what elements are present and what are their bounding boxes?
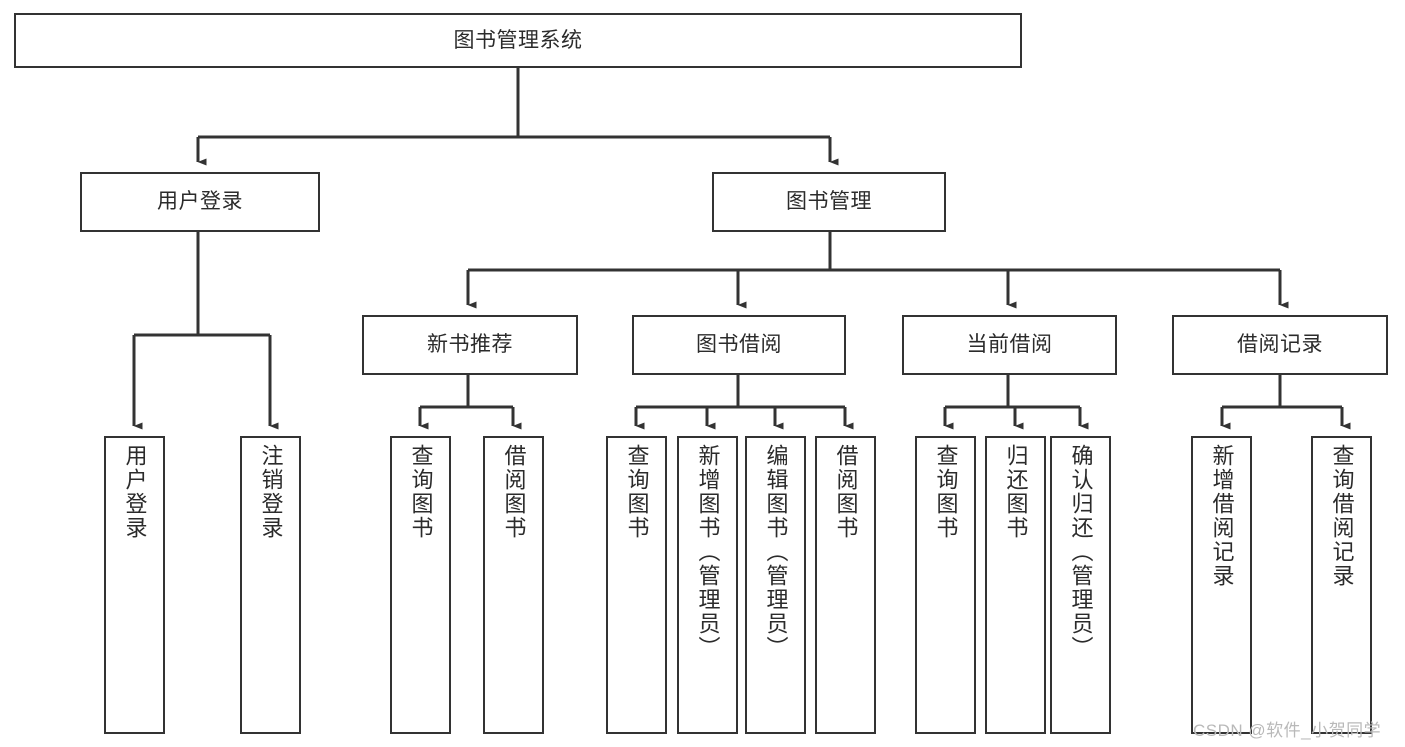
node-root-book-management-system[interactable]: 图书管理系统 <box>14 13 1022 68</box>
node-leaf-recommend-borrow[interactable]: 借阅图书 <box>483 436 544 734</box>
node-label: 新增图书（管理员） <box>695 444 721 660</box>
node-label: 用户登录 <box>122 444 148 540</box>
node-label: 用户登录 <box>157 190 243 214</box>
node-borrow-record[interactable]: 借阅记录 <box>1172 315 1388 375</box>
node-leaf-borrow-query[interactable]: 查询图书 <box>606 436 667 734</box>
node-label: 新增借阅记录 <box>1209 444 1235 588</box>
node-user-login[interactable]: 用户登录 <box>80 172 320 232</box>
node-current-borrow[interactable]: 当前借阅 <box>902 315 1117 375</box>
node-leaf-borrow-edit[interactable]: 编辑图书（管理员） <box>745 436 806 734</box>
node-label: 借阅记录 <box>1237 333 1323 357</box>
node-leaf-user-logout[interactable]: 注销登录 <box>240 436 301 734</box>
node-leaf-borrow-add[interactable]: 新增图书（管理员） <box>677 436 738 734</box>
node-label: 新书推荐 <box>427 333 513 357</box>
node-label: 编辑图书（管理员） <box>763 444 789 660</box>
node-leaf-record-add[interactable]: 新增借阅记录 <box>1191 436 1252 734</box>
node-label: 查询图书 <box>624 444 650 540</box>
node-label: 图书管理系统 <box>453 28 583 52</box>
node-leaf-borrow-borrow[interactable]: 借阅图书 <box>815 436 876 734</box>
node-label: 注销登录 <box>258 444 284 540</box>
node-label: 图书管理 <box>786 190 872 214</box>
node-label: 借阅图书 <box>833 444 859 540</box>
node-book-manage[interactable]: 图书管理 <box>712 172 946 232</box>
node-leaf-user-login[interactable]: 用户登录 <box>104 436 165 734</box>
node-label: 查询图书 <box>408 444 434 540</box>
node-label: 确认归还（管理员） <box>1068 444 1094 660</box>
node-label: 当前借阅 <box>966 333 1053 357</box>
node-leaf-current-query[interactable]: 查询图书 <box>915 436 976 734</box>
node-leaf-current-return[interactable]: 归还图书 <box>985 436 1046 734</box>
node-book-borrow[interactable]: 图书借阅 <box>632 315 846 375</box>
node-leaf-recommend-query[interactable]: 查询图书 <box>390 436 451 734</box>
node-leaf-record-query[interactable]: 查询借阅记录 <box>1311 436 1372 734</box>
node-label: 查询图书 <box>933 444 959 540</box>
node-label: 查询借阅记录 <box>1329 444 1355 588</box>
node-leaf-current-confirm[interactable]: 确认归还（管理员） <box>1050 436 1111 734</box>
node-label: 图书借阅 <box>696 333 782 357</box>
node-label: 借阅图书 <box>501 444 527 540</box>
csdn-watermark: CSDN @软件_小贺同学 <box>1193 721 1382 740</box>
node-new-book-recommend[interactable]: 新书推荐 <box>362 315 578 375</box>
node-label: 归还图书 <box>1003 444 1029 540</box>
